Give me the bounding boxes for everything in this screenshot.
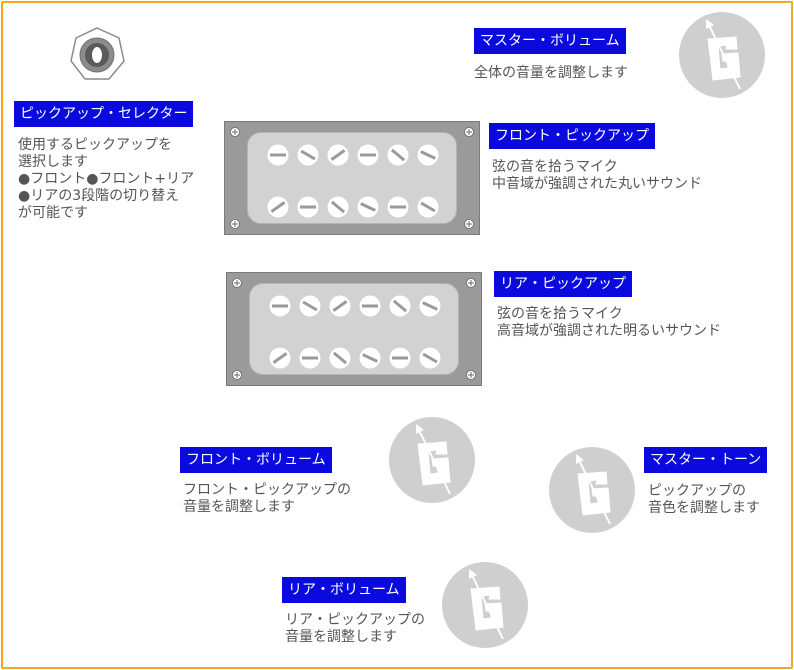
description-line: ●フロント●フロント+リア	[18, 171, 195, 187]
master-tone-label: マスター・トーン	[644, 447, 768, 473]
pole-piece-icon	[387, 144, 409, 166]
description-line: 高音域が強調された明るいサウンド	[497, 323, 721, 339]
pole-piece-icon	[269, 295, 291, 317]
rear-pickup-description: 弦の音を拾うマイク 高音域が強調された明るいサウンド	[497, 306, 721, 340]
pole-piece-icon	[267, 144, 289, 166]
master-tone-description: ピックアップの 音色を調整します	[648, 483, 760, 517]
pole-piece-icon	[389, 347, 411, 369]
front-volume-knob-icon	[388, 416, 476, 504]
pole-piece-icon	[417, 144, 439, 166]
rear-volume-knob-icon	[441, 561, 529, 649]
description-line: ●リアの3段階の切り替え	[18, 188, 180, 204]
pole-piece-icon	[417, 196, 439, 218]
mounting-screw-icon	[230, 219, 240, 229]
pole-piece-icon	[299, 347, 321, 369]
description-line: リア・ピックアップの	[285, 612, 425, 628]
mounting-screw-icon	[230, 127, 240, 137]
description-line: 全体の音量を調整します	[474, 65, 628, 81]
front-pickup-label: フロント・ピックアップ	[489, 123, 655, 149]
master-volume-knob-icon	[678, 11, 766, 99]
description-line: 弦の音を拾うマイク	[497, 306, 623, 322]
pole-piece-icon	[419, 295, 441, 317]
pole-piece-icon	[389, 295, 411, 317]
pickup-selector-description: 使用するピックアップを 選択します ●フロント●フロント+リア ●リアの3段階の…	[18, 137, 194, 222]
pole-piece-icon	[419, 347, 441, 369]
pole-piece-icon	[269, 347, 291, 369]
description-line: ピックアップの	[648, 483, 746, 499]
description-line: 中音域が強調された丸いサウンド	[492, 176, 702, 192]
description-line: 音色を調整します	[648, 500, 760, 516]
pole-piece-icon	[297, 144, 319, 166]
description-line: が可能です	[18, 205, 88, 221]
rear-volume-label: リア・ボリューム	[282, 577, 406, 603]
mounting-screw-icon	[466, 370, 476, 380]
rear-volume-description: リア・ピックアップの 音量を調整します	[285, 612, 425, 646]
front-pickup-description: 弦の音を拾うマイク 中音域が強調された丸いサウンド	[492, 159, 702, 193]
master-volume-description: 全体の音量を調整します	[474, 65, 628, 82]
pole-piece-icon	[327, 196, 349, 218]
pole-piece-icon	[357, 196, 379, 218]
pole-piece-icon	[387, 196, 409, 218]
rear-pickup-icon	[226, 272, 482, 386]
pole-piece-icon	[327, 144, 349, 166]
front-volume-label: フロント・ボリューム	[180, 447, 332, 473]
pole-piece-icon	[329, 295, 351, 317]
mounting-screw-icon	[464, 219, 474, 229]
description-line: フロント・ピックアップの	[183, 482, 351, 498]
description-line: 音量を調整します	[183, 499, 295, 515]
mounting-screw-icon	[464, 127, 474, 137]
description-line: 音量を調整します	[285, 629, 397, 645]
rear-pickup-label: リア・ピックアップ	[494, 271, 632, 297]
pickup-selector-switch-icon	[70, 27, 125, 80]
pole-piece-icon	[359, 347, 381, 369]
description-line: 使用するピックアップを	[18, 137, 172, 153]
pole-piece-icon	[359, 295, 381, 317]
description-line: 弦の音を拾うマイク	[492, 159, 618, 175]
front-pickup-icon	[224, 121, 480, 235]
master-volume-label: マスター・ボリューム	[474, 28, 626, 54]
mounting-screw-icon	[466, 278, 476, 288]
pole-piece-icon	[357, 144, 379, 166]
pole-piece-icon	[267, 196, 289, 218]
pole-piece-icon	[297, 196, 319, 218]
front-volume-description: フロント・ピックアップの 音量を調整します	[183, 482, 351, 516]
mounting-screw-icon	[232, 370, 242, 380]
description-line: 選択します	[18, 154, 88, 170]
mounting-screw-icon	[232, 278, 242, 288]
pole-piece-icon	[299, 295, 321, 317]
master-tone-knob-icon	[548, 446, 636, 534]
pole-piece-icon	[329, 347, 351, 369]
pickup-selector-label: ピックアップ・セレクター	[14, 101, 194, 127]
